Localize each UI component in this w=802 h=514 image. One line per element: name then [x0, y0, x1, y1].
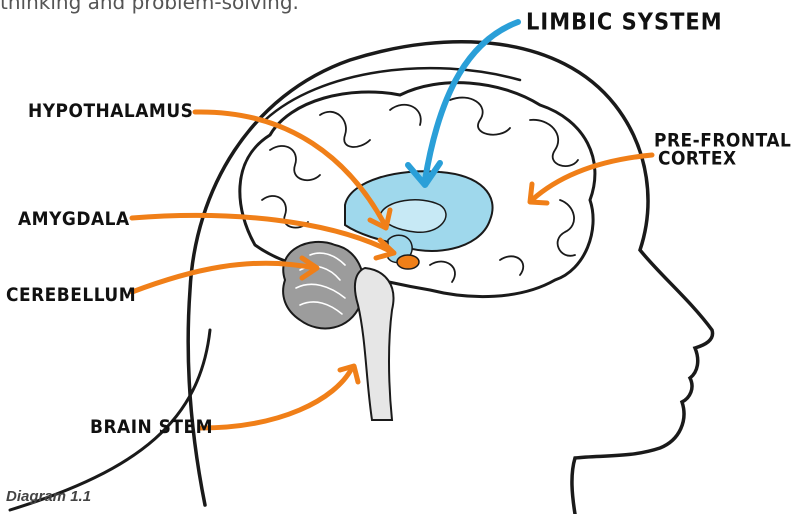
label-limbic-system: LIMBIC SYSTEM	[526, 8, 723, 35]
label-prefrontal-line2: CORTEX	[654, 150, 791, 168]
label-brain-stem: BRAIN STEM	[90, 416, 213, 438]
label-cerebellum: CEREBELLUM	[6, 284, 136, 306]
label-amygdala: AMYGDALA	[18, 208, 130, 230]
brain-stem	[355, 268, 394, 420]
diagram-caption: Diagram 1.1	[6, 488, 91, 505]
cerebellum	[283, 242, 364, 329]
amygdala-shape	[397, 255, 419, 269]
label-prefrontal-cortex: PRE-FRONTAL CORTEX	[654, 132, 791, 168]
label-hypothalamus: HYPOTHALAMUS	[28, 100, 193, 122]
brain-stem-arrow	[200, 368, 352, 428]
